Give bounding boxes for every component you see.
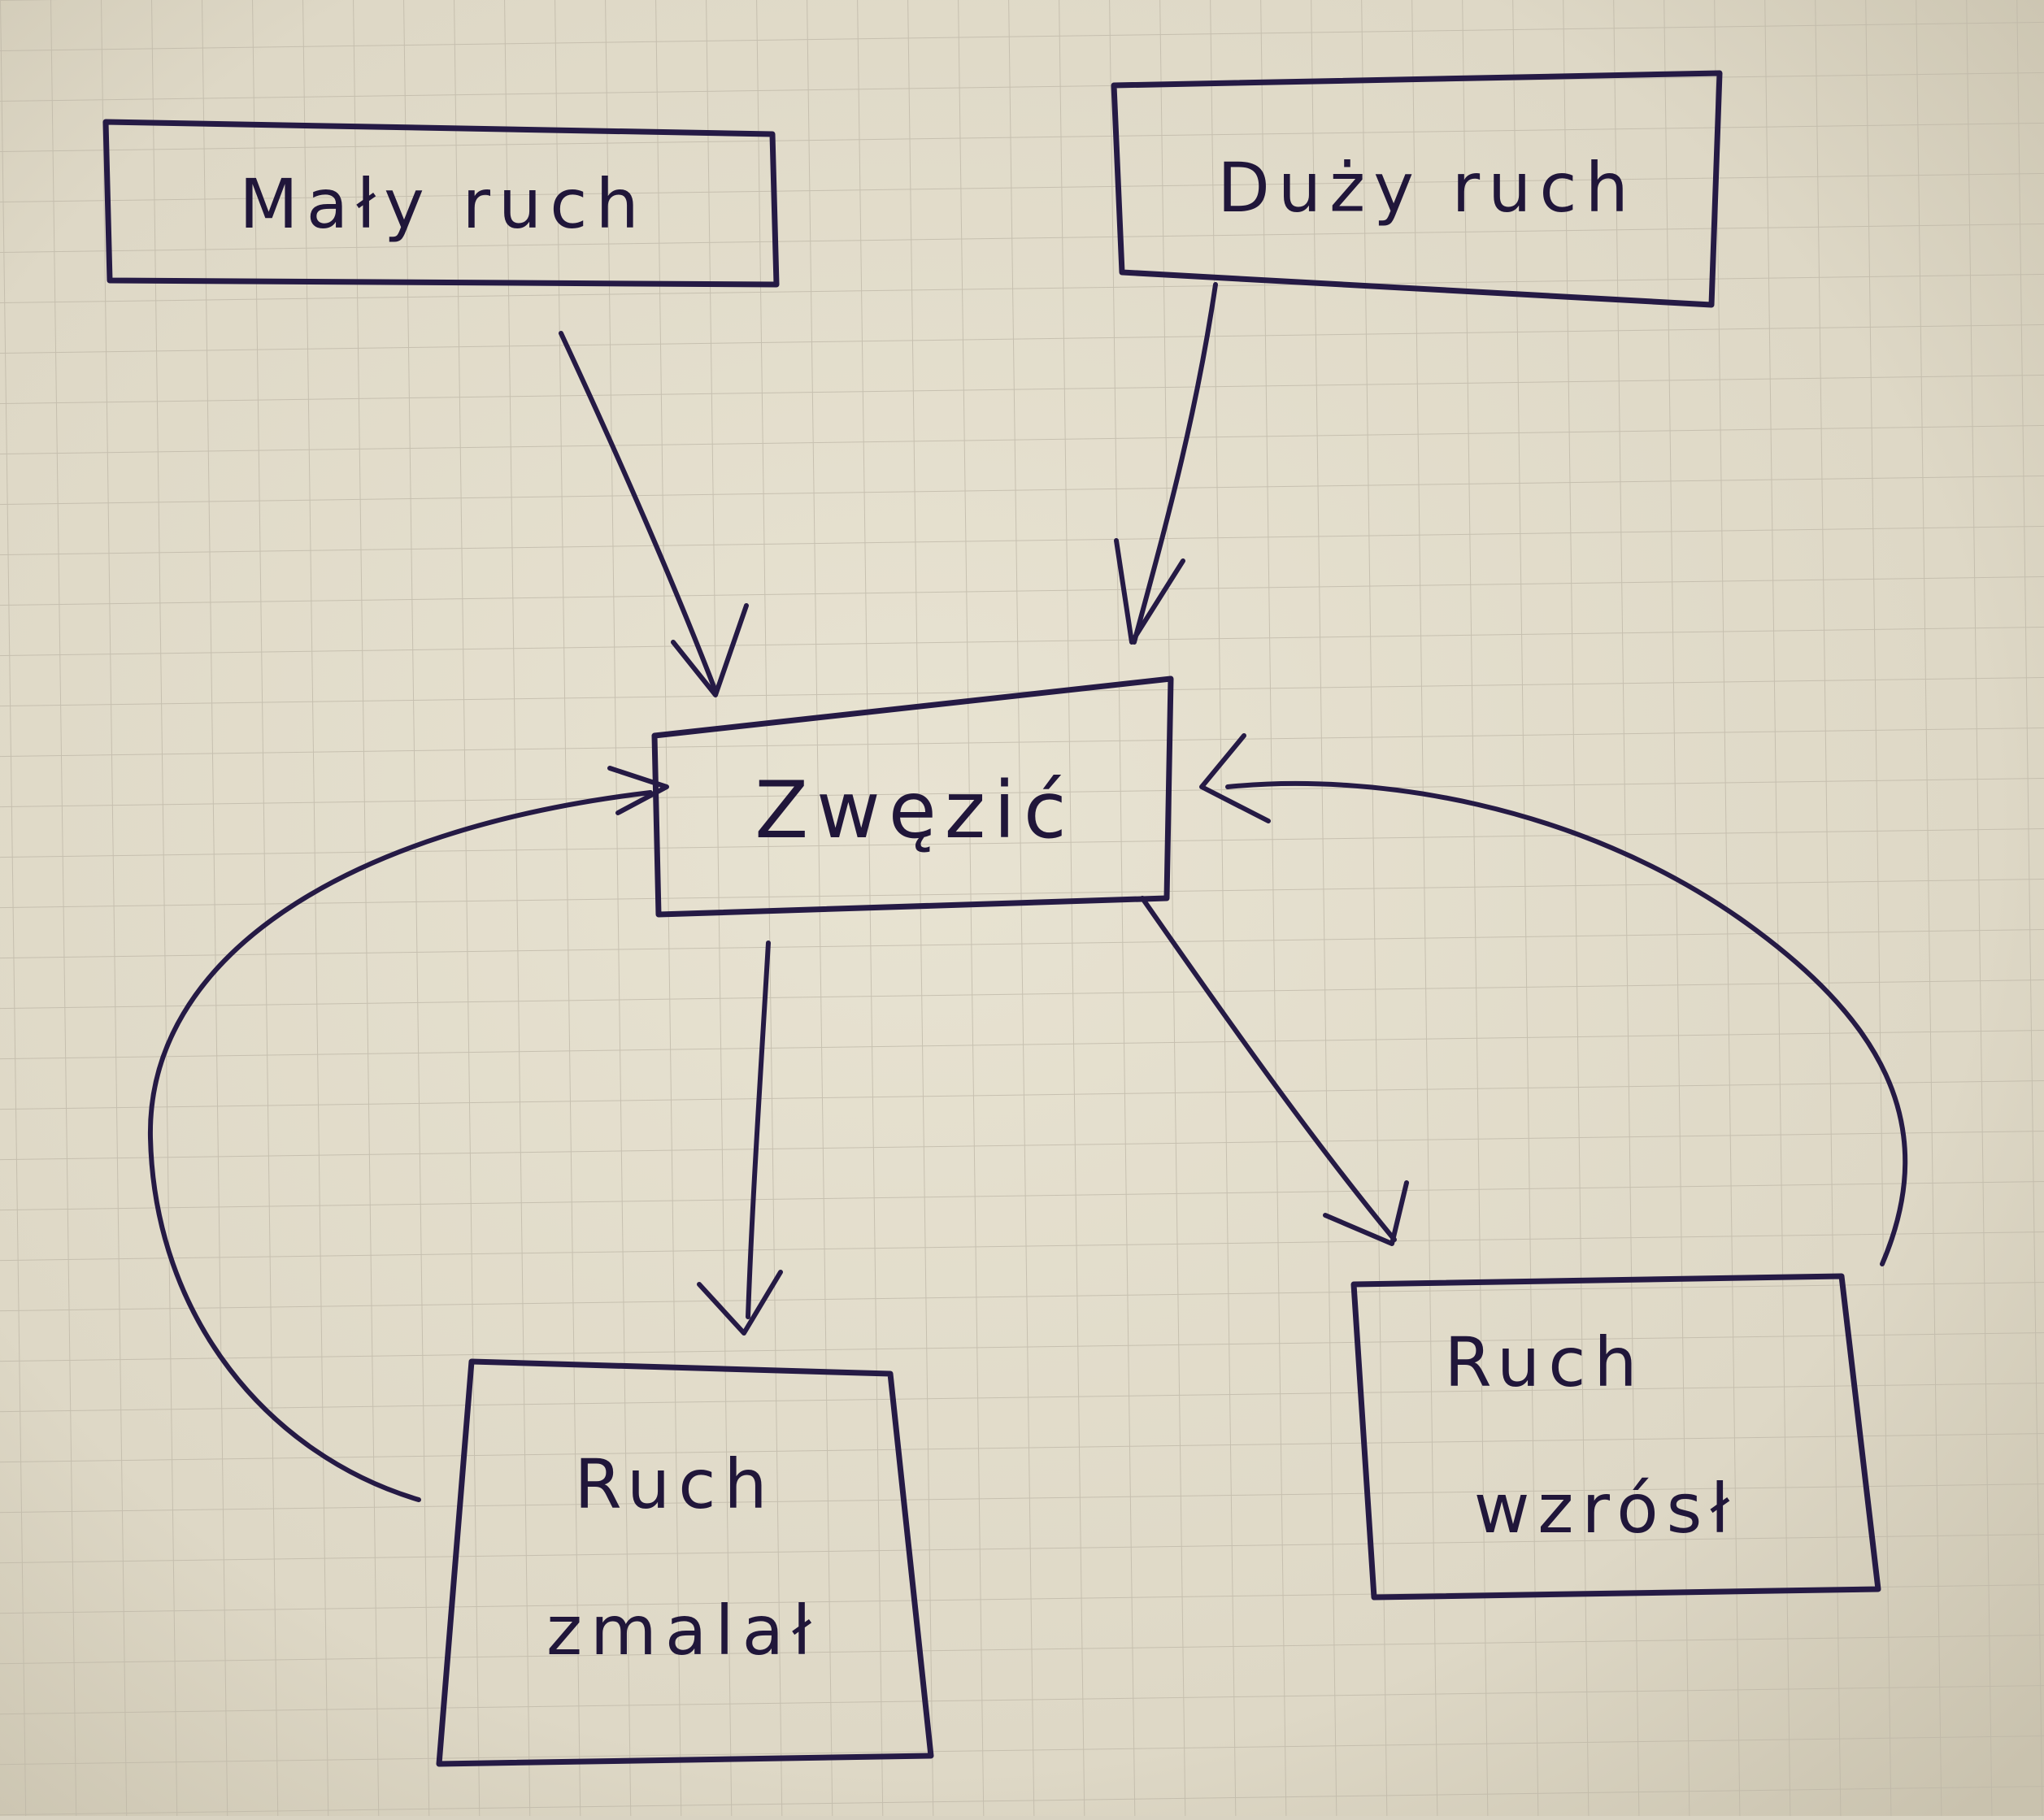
edge-ruch-wzrosl-to-zwezic (1199, 733, 1908, 1266)
edge-maly-ruch-to-zwezic (559, 331, 749, 697)
nodes: Mały ruch Duży ruch Zwęzić Ruch zmalał R… (102, 70, 1881, 1767)
node-maly-ruch-label: Mały ruch (239, 164, 646, 244)
node-ruch-wzrosl-line1: Ruch (1444, 1323, 1645, 1402)
node-zwezic-label: Zwęzić (755, 765, 1074, 856)
node-zwezic: Zwęzić (651, 675, 1174, 918)
node-ruch-wzrosl: Ruch wzrósł (1350, 1273, 1881, 1601)
edge-zwezic-to-ruch-zmalal (697, 940, 783, 1336)
node-duzy-ruch-label: Duży ruch (1217, 148, 1637, 228)
node-ruch-zmalal-line1: Ruch (574, 1444, 775, 1524)
edge-zwezic-to-ruch-wzrosl (1140, 896, 1409, 1246)
node-ruch-wzrosl-line2: wzrósł (1474, 1469, 1738, 1549)
node-duzy-ruch: Duży ruch (1111, 70, 1723, 308)
node-ruch-zmalal-line2: zmalał (546, 1591, 820, 1670)
node-ruch-zmalal: Ruch zmalał (436, 1358, 934, 1767)
edge-ruch-zmalal-to-zwezic (147, 766, 669, 1502)
node-maly-ruch: Mały ruch (102, 119, 780, 288)
edge-duzy-ruch-to-zwezic (1114, 282, 1218, 645)
edges (147, 282, 1908, 1502)
